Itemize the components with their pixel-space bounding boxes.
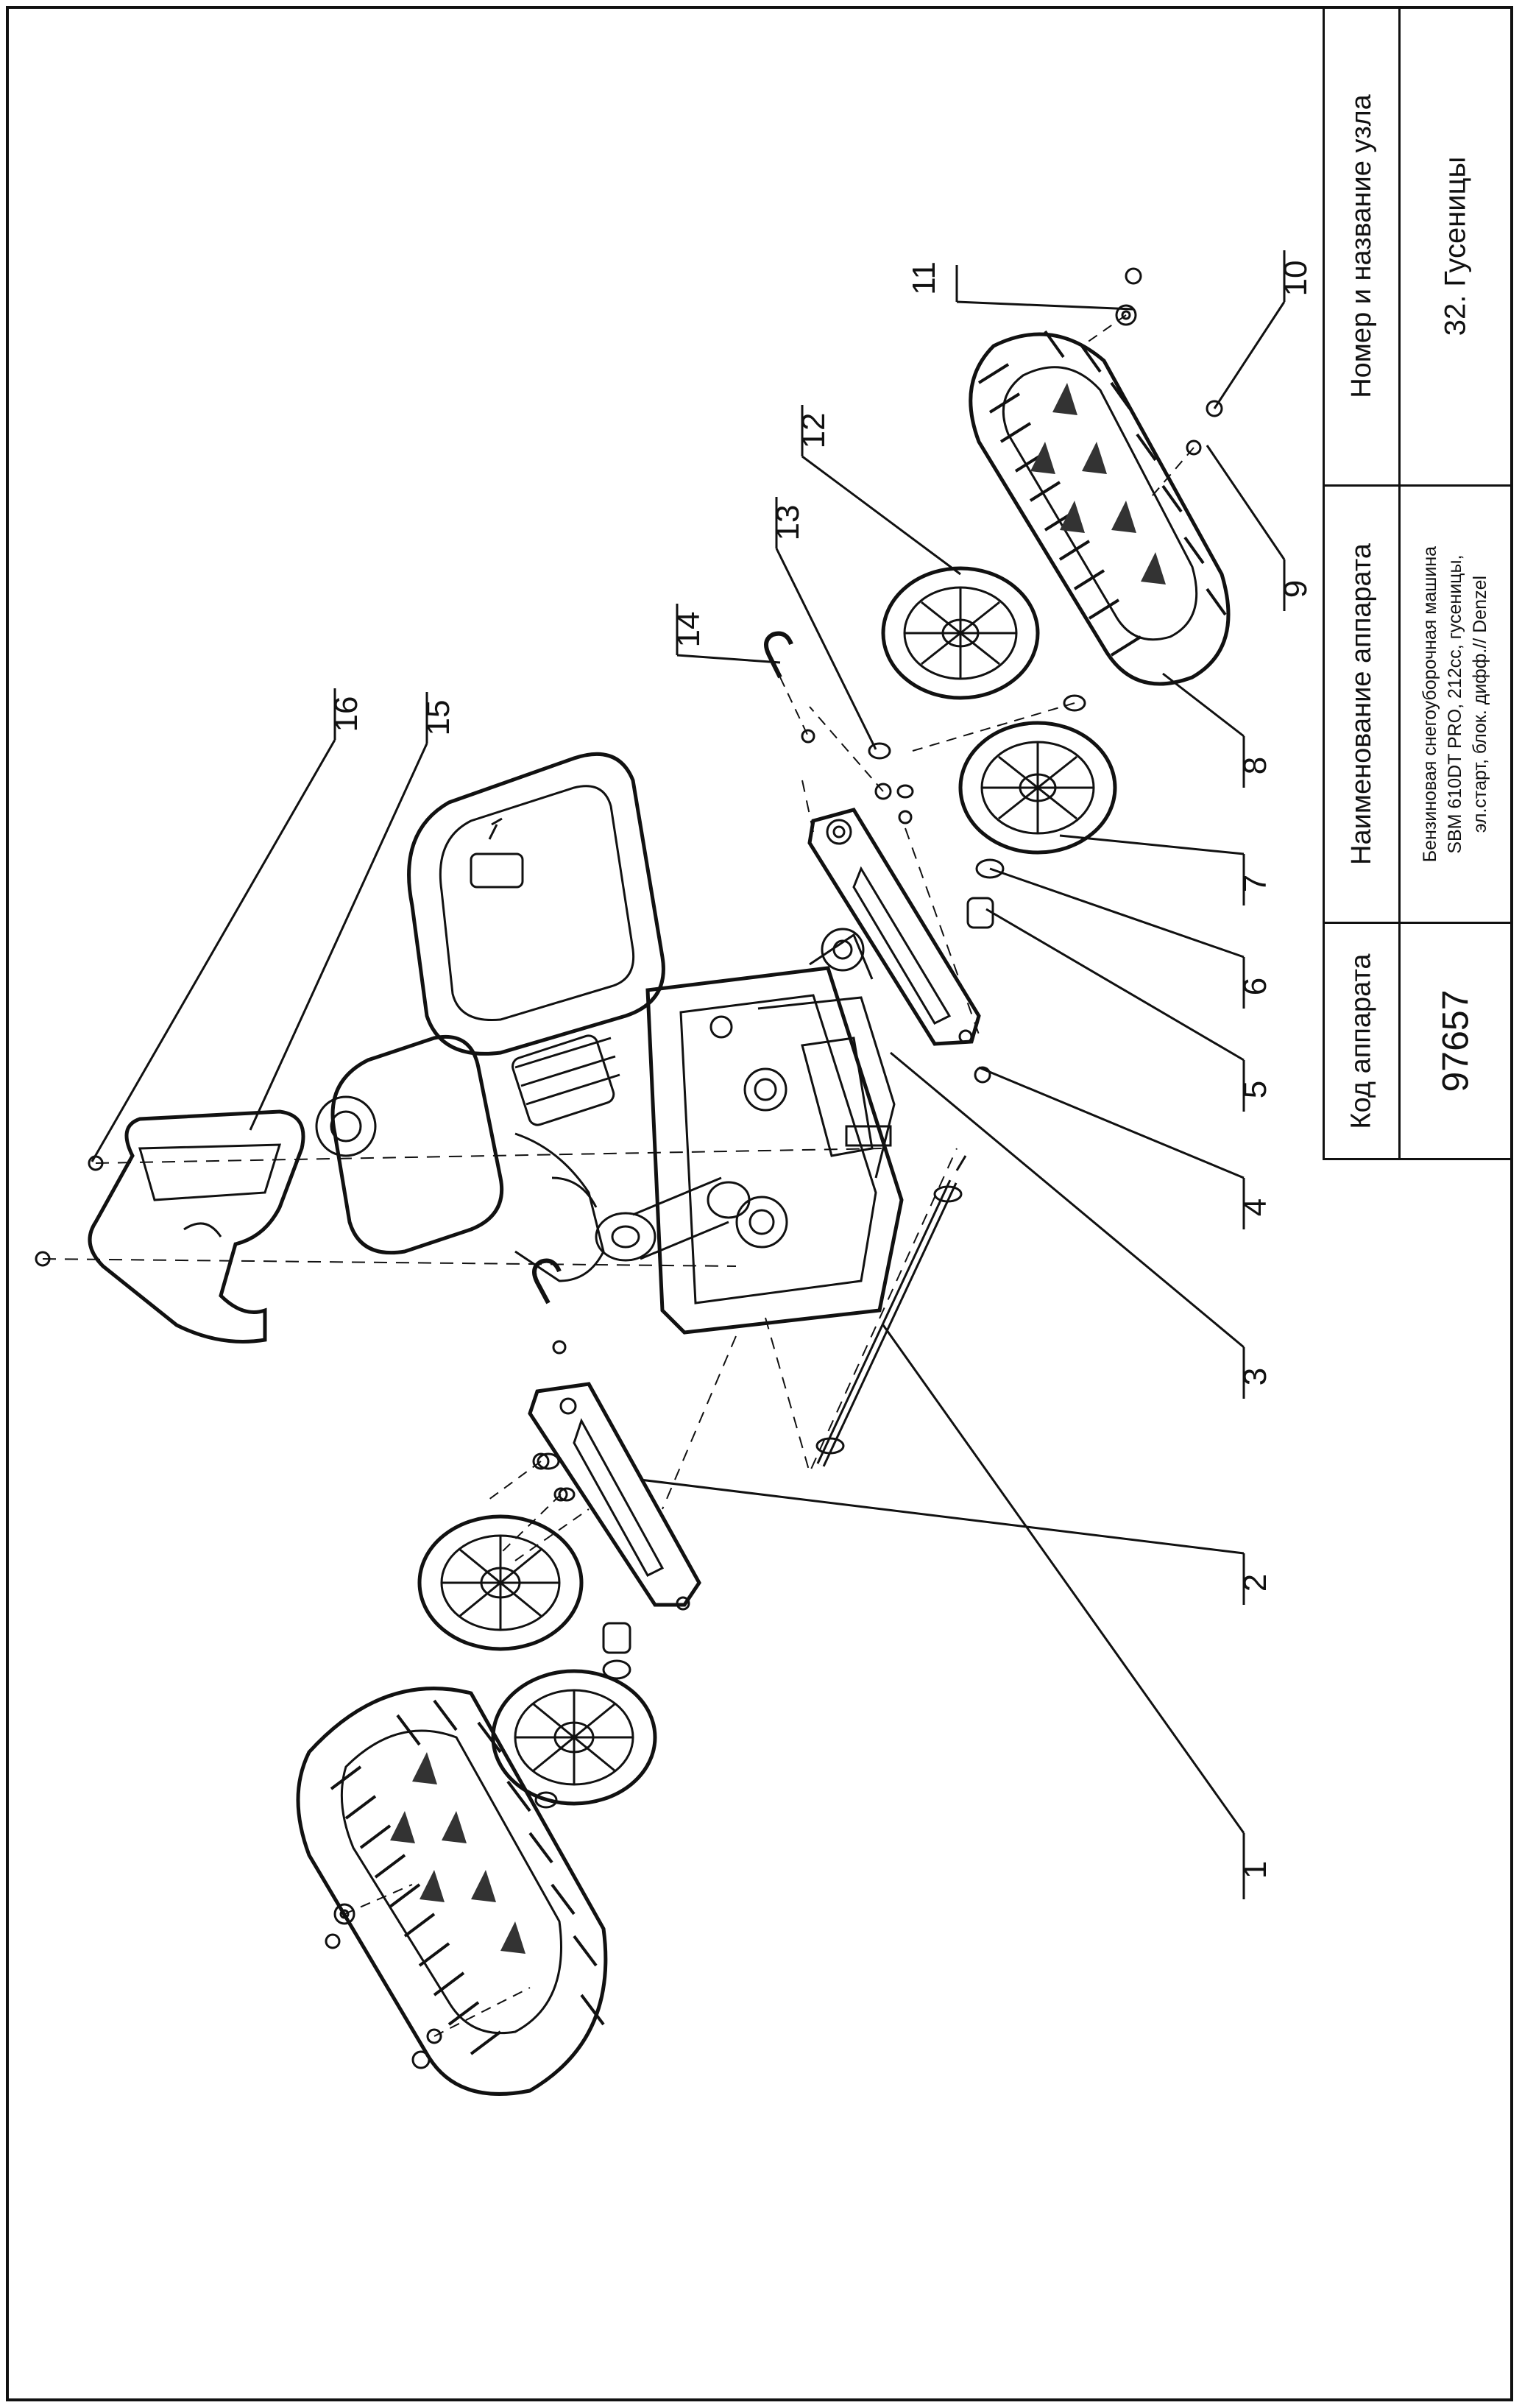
right-track-arm: [807, 783, 991, 1084]
callout-13: 13: [770, 505, 806, 541]
callout-16: 16: [328, 696, 364, 732]
left-track-arm: [485, 1382, 701, 1611]
callout-12: 12: [796, 413, 832, 449]
engine: [315, 752, 665, 1282]
left-wheel-lower: [491, 1669, 657, 1806]
left-track: [296, 1687, 608, 2096]
right-track-fasteners: [1081, 267, 1223, 501]
callout-15: 15: [420, 700, 456, 736]
callout-5: 5: [1237, 1081, 1273, 1098]
bolts: [537, 742, 914, 1502]
callout-4: 4: [1237, 1198, 1273, 1216]
axle-shaft: [815, 1155, 967, 1467]
callout-2: 2: [1237, 1574, 1273, 1592]
cover-shroud: [35, 1109, 884, 1344]
title-block: Код аппарата 97657 Наименование аппарата…: [1323, 6, 1513, 1160]
gearbox-frame: [645, 928, 904, 1335]
callout-10: 10: [1278, 261, 1314, 297]
right-wheel-upper: [881, 566, 1040, 700]
pulley: [595, 1176, 751, 1262]
callout-numbers: 1 2 3 4 5 6 7 8 9 10 11 12 13 14 15 16: [328, 261, 1314, 1879]
callout-3: 3: [1237, 1368, 1273, 1385]
callout-14: 14: [670, 612, 707, 648]
node-value-cell: 32. Гусеницы: [1398, 6, 1513, 487]
callout-7: 7: [1237, 875, 1273, 892]
left-track-fasteners: [325, 1884, 531, 2069]
callout-1: 1: [1237, 1861, 1273, 1879]
callout-6: 6: [1237, 978, 1273, 995]
callout-9: 9: [1278, 580, 1314, 598]
left-wheel-upper: [417, 1514, 584, 1651]
right-track: [969, 330, 1231, 686]
right-wheel-lower: [958, 721, 1117, 855]
callout-leaders: [91, 250, 1286, 1899]
left-bushings: [514, 1508, 631, 1809]
sheet-border: [6, 6, 1513, 2401]
assembly-lines: [662, 780, 980, 1510]
callout-11: 11: [906, 261, 942, 295]
callout-8: 8: [1237, 757, 1273, 774]
